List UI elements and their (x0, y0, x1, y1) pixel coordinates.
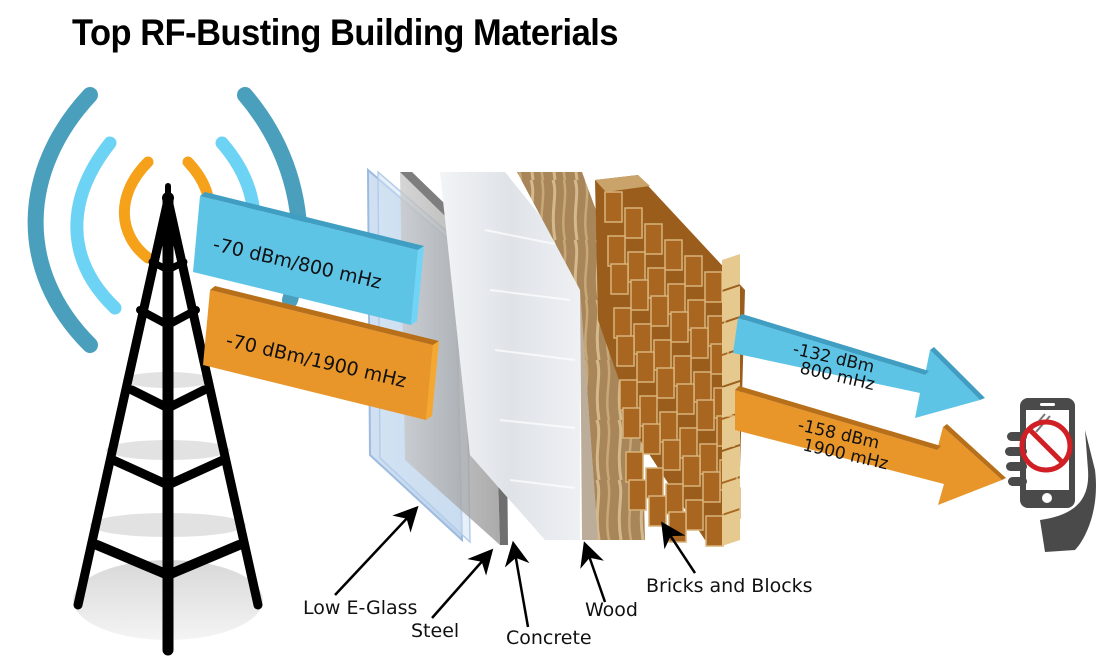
brick-end (722, 478, 740, 514)
brick (604, 191, 623, 223)
brick (687, 299, 706, 331)
page-title: Top RF-Busting Building Materials (72, 12, 619, 53)
brick (633, 323, 652, 355)
brick-end (722, 286, 740, 322)
brick (648, 495, 667, 527)
brick (679, 427, 698, 459)
brick (644, 223, 663, 255)
phone-no-signal-icon (1005, 398, 1096, 552)
label-wood: Wood (585, 599, 638, 621)
brick (619, 379, 638, 411)
wave-middle-left (70, 136, 122, 315)
label-concrete: Concrete (506, 627, 592, 649)
brick (650, 295, 669, 327)
brick-end (722, 446, 740, 482)
brick (673, 355, 692, 387)
pointer-low-e-glass (334, 505, 419, 596)
brick (659, 411, 678, 443)
layer-concrete (440, 172, 580, 540)
brick (682, 455, 701, 487)
brick (704, 271, 723, 303)
brick (696, 399, 715, 431)
cell-tower-icon (73, 183, 263, 656)
outgoing-signal-800: -132 dBm 800 mHz (733, 314, 985, 418)
brick (699, 443, 718, 475)
brick (642, 423, 661, 455)
brick (665, 483, 684, 515)
incoming-signal-800: -70 dBm/800 mHz (193, 192, 424, 325)
brick (667, 283, 686, 315)
pointer-bricks (661, 521, 697, 574)
brick (624, 207, 643, 239)
brick (636, 351, 655, 383)
brick (645, 467, 664, 499)
brick (607, 235, 626, 267)
brick (656, 367, 675, 399)
wave-outer-left (27, 87, 98, 353)
brick (702, 471, 721, 503)
brick (690, 327, 709, 359)
label-low-e-glass: Low E-Glass (303, 597, 417, 619)
brick (693, 371, 712, 403)
hand-icon (1040, 430, 1096, 552)
pointer-steel (431, 548, 494, 619)
brick (627, 251, 646, 283)
no-signal-icon (1019, 419, 1073, 473)
brick (647, 267, 666, 299)
brick (653, 339, 672, 371)
brick (662, 439, 681, 471)
pointer-wood (580, 541, 607, 603)
wave-inner-left (118, 156, 154, 264)
label-bricks: Bricks and Blocks (646, 575, 813, 597)
brick-end (722, 510, 740, 546)
label-steel: Steel (411, 620, 459, 642)
brick (670, 311, 689, 343)
brick (616, 335, 635, 367)
material-labels: Low E-Glass Steel Concrete Wood Bricks a… (303, 575, 813, 649)
brick (685, 499, 704, 531)
brick (625, 451, 644, 483)
brick (684, 255, 703, 287)
brick (630, 279, 649, 311)
label-pointers (334, 505, 697, 628)
brick (705, 515, 724, 547)
layer-bricks (595, 175, 745, 547)
pointer-concrete (504, 540, 530, 628)
brick (610, 263, 629, 295)
brick (613, 307, 632, 339)
brick (628, 479, 647, 511)
brick (676, 383, 695, 415)
brick-end (722, 254, 740, 290)
brick (622, 407, 641, 439)
brick (664, 239, 683, 271)
material-layers (366, 167, 745, 547)
brick-end (722, 350, 740, 386)
brick (639, 395, 658, 427)
